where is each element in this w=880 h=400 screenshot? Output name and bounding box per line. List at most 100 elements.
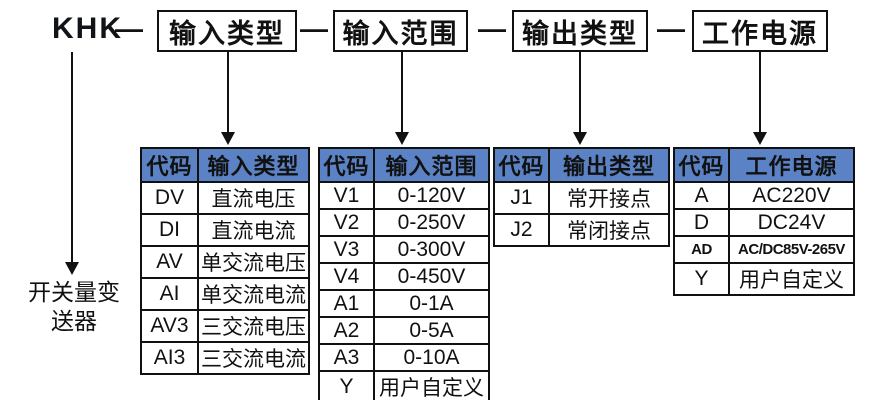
connector-line bbox=[759, 52, 761, 133]
segment-label: 输入类型 bbox=[169, 18, 285, 49]
value-cell: 三交流电压 bbox=[197, 309, 310, 343]
code-cell: Y bbox=[673, 262, 730, 296]
value-cell: 0-120V bbox=[373, 181, 490, 210]
code-cell: AI bbox=[140, 277, 199, 311]
value-column-header: 输入类型 bbox=[197, 147, 310, 183]
value-column-header: 输入范围 bbox=[373, 147, 490, 183]
arrow-down-icon bbox=[221, 132, 235, 145]
table-header-row: 代码 输入类型 bbox=[140, 147, 310, 183]
segment-label: 输出类型 bbox=[522, 18, 638, 49]
connector-line bbox=[71, 52, 73, 263]
dash-separator: — bbox=[300, 13, 328, 44]
value-cell: 0-5A bbox=[373, 316, 490, 345]
value-cell: 三交流电流 bbox=[197, 341, 310, 375]
table-header-row: 代码 输入范围 bbox=[318, 147, 490, 183]
value-cell: 用户自定义 bbox=[728, 262, 855, 296]
value-cell: AC/DC85V-265V bbox=[728, 235, 855, 264]
segment-box-output-type: 输出类型 bbox=[512, 10, 648, 52]
value-cell: 常闭接点 bbox=[548, 213, 670, 247]
code-cell: DV bbox=[140, 181, 199, 215]
code-cell: J1 bbox=[493, 181, 550, 215]
code-cell: V2 bbox=[318, 208, 375, 237]
segment-box-input-type: 输入类型 bbox=[157, 10, 297, 52]
dash-separator: — bbox=[478, 13, 506, 44]
connector-line bbox=[227, 52, 229, 133]
value-cell: 单交流电流 bbox=[197, 277, 310, 311]
code-column-header: 代码 bbox=[140, 147, 199, 183]
value-cell: 0-1A bbox=[373, 289, 490, 318]
code-cell: A1 bbox=[318, 289, 375, 318]
value-cell: DC24V bbox=[728, 208, 855, 237]
dash-separator: — bbox=[115, 13, 143, 44]
code-cell: AV3 bbox=[140, 309, 199, 343]
value-cell: 直流电压 bbox=[197, 181, 310, 215]
code-cell: V1 bbox=[318, 181, 375, 210]
value-cell: 0-300V bbox=[373, 235, 490, 264]
code-cell: V4 bbox=[318, 262, 375, 291]
value-cell: 0-250V bbox=[373, 208, 490, 237]
value-cell: 常开接点 bbox=[548, 181, 670, 215]
code-column-header: 代码 bbox=[493, 147, 550, 183]
product-name: 开关量变 送器 bbox=[8, 278, 140, 336]
code-cell: J2 bbox=[493, 213, 550, 247]
code-column-header: 代码 bbox=[673, 147, 730, 183]
value-cell: 单交流电压 bbox=[197, 245, 310, 279]
connector-line bbox=[401, 52, 403, 133]
code-column-header: 代码 bbox=[318, 147, 375, 183]
code-cell: DI bbox=[140, 213, 199, 247]
value-cell: 0-450V bbox=[373, 262, 490, 291]
code-cell: V3 bbox=[318, 235, 375, 264]
code-cell: AI3 bbox=[140, 341, 199, 375]
product-name-line2: 送器 bbox=[51, 308, 97, 334]
value-cell: AC220V bbox=[728, 181, 855, 210]
value-cell: 直流电流 bbox=[197, 213, 310, 247]
connector-line bbox=[579, 52, 581, 133]
model-prefix: KHK bbox=[52, 12, 123, 45]
segment-label: 工作电源 bbox=[702, 18, 818, 49]
segment-box-power: 工作电源 bbox=[692, 10, 828, 52]
code-cell: AV bbox=[140, 245, 199, 279]
code-cell: A3 bbox=[318, 343, 375, 372]
segment-box-input-range: 输入范围 bbox=[333, 10, 468, 52]
code-cell: A bbox=[673, 181, 730, 210]
arrow-down-icon bbox=[395, 132, 409, 145]
product-name-line1: 开关量变 bbox=[28, 279, 120, 305]
table-header-row: 代码 工作电源 bbox=[673, 147, 855, 183]
segment-label: 输入范围 bbox=[342, 18, 459, 49]
value-cell: 用户自定义 bbox=[373, 370, 490, 400]
dash-separator: — bbox=[657, 13, 685, 44]
code-cell: A2 bbox=[318, 316, 375, 345]
value-column-header: 输出类型 bbox=[548, 147, 670, 183]
value-column-header: 工作电源 bbox=[728, 147, 855, 183]
table-header-row: 代码 输出类型 bbox=[493, 147, 670, 183]
arrow-down-icon bbox=[573, 132, 587, 145]
arrow-down-icon bbox=[753, 132, 767, 145]
value-cell: 0-10A bbox=[373, 343, 490, 372]
code-cell: Y bbox=[318, 370, 375, 400]
